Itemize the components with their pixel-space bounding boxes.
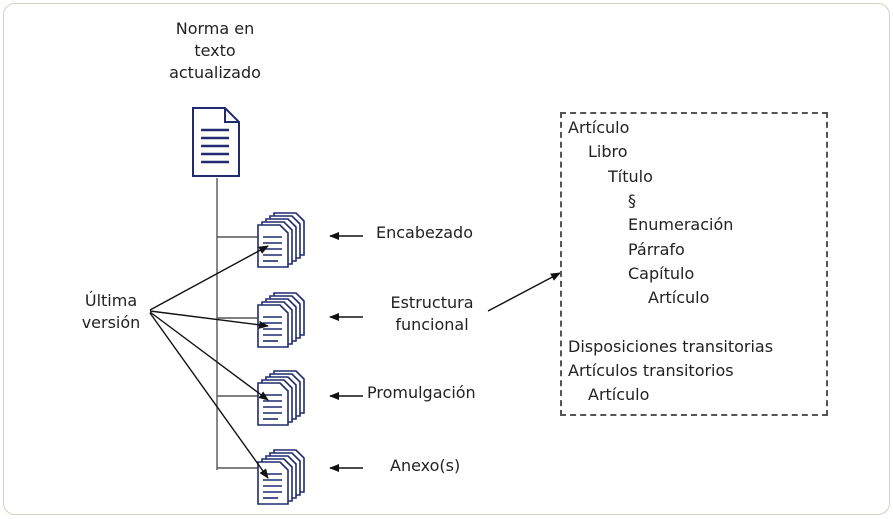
tree-item: Libro <box>588 142 628 162</box>
doc-stack-icon-estructura <box>258 293 304 347</box>
title-line-3: actualizado <box>169 63 261 82</box>
version-arrow-3 <box>149 311 269 401</box>
tree-item: Artículo <box>588 385 650 405</box>
diagram-frame <box>3 3 890 515</box>
version-arrow-2 <box>149 310 269 329</box>
component-label-estructura: Estructura funcional <box>372 292 492 336</box>
document-title: Norma en texto actualizado <box>150 18 280 84</box>
version-arrow-1 <box>149 245 269 311</box>
tree-item: Enumeración <box>628 215 734 235</box>
version-arrows <box>149 245 269 479</box>
connector-lines <box>216 178 262 470</box>
version-label-line-2: versión <box>81 313 141 332</box>
component-label-encabezado: Encabezado <box>376 223 473 242</box>
tree-item: Capítulo <box>628 263 695 283</box>
component-label-promulgacion: Promulgación <box>367 383 476 402</box>
tree-item: § <box>628 190 636 210</box>
version-arrow-4 <box>149 312 269 479</box>
doc-stack-icon-encabezado <box>258 213 304 267</box>
version-label: Última versión <box>72 290 150 334</box>
tree-item: Artículo <box>568 118 630 137</box>
title-line-2: texto <box>194 41 236 60</box>
title-line-1: Norma en <box>175 19 255 38</box>
tree-item: Artículo <box>648 288 710 308</box>
component-arrows <box>329 232 363 472</box>
tree-item: Título <box>608 166 653 186</box>
doc-stack-icon-anexos <box>258 450 304 504</box>
structure-arrow <box>487 272 561 312</box>
estructura-line-2: funcional <box>395 315 469 334</box>
tree-item: Artículos transitorios <box>568 361 734 380</box>
tree-item: Disposiciones transitorias <box>568 336 774 356</box>
component-label-anexos: Anexo(s) <box>390 456 461 475</box>
tree-item: Párrafo <box>628 239 685 259</box>
version-label-line-1: Última <box>84 291 138 310</box>
estructura-line-1: Estructura <box>390 293 474 312</box>
main-document-icon <box>192 107 240 177</box>
